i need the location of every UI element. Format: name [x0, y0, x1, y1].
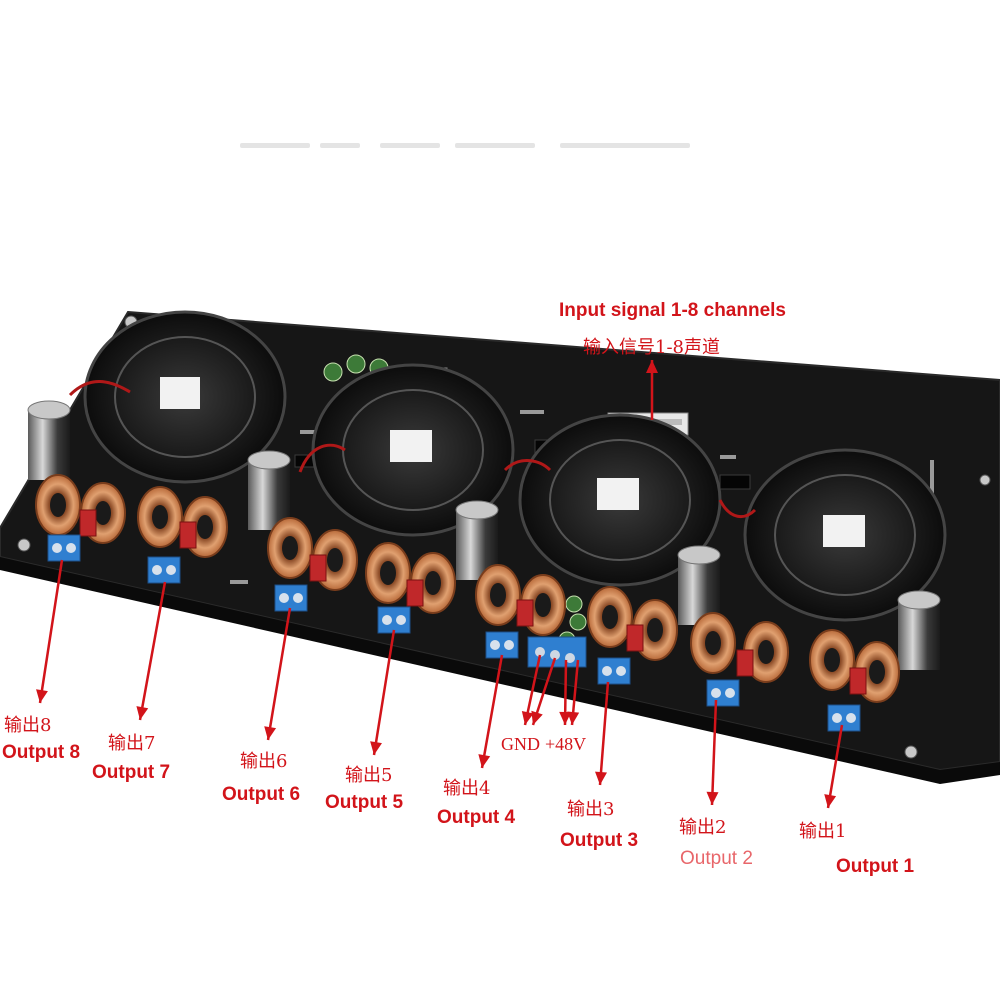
red-film-capacitor — [79, 509, 97, 537]
output-8-label-en: Output 8 — [2, 742, 81, 763]
toroid-core — [50, 493, 66, 517]
terminal-screw — [166, 565, 176, 575]
terminal-screw — [382, 615, 392, 625]
output-3-label-en: Output 3 — [560, 830, 639, 851]
toroid-core — [602, 605, 618, 629]
output-8-label-zh: 输出8 — [4, 715, 52, 736]
channel-1-hardware — [809, 629, 900, 732]
output-1-label-en: Output 1 — [836, 856, 915, 877]
output-channels — [35, 474, 900, 732]
toroid-core — [824, 648, 840, 672]
arrow-48v-a — [559, 659, 572, 726]
capacitor — [247, 450, 291, 530]
output-2-label-en: Output 2 — [680, 848, 753, 869]
capacitor — [455, 500, 499, 580]
terminal-screw — [832, 713, 842, 723]
capacitor — [27, 400, 71, 480]
toroid-core — [490, 583, 506, 607]
toroid-core — [197, 515, 213, 539]
channel-5-hardware — [365, 542, 456, 634]
terminal-screw — [504, 640, 514, 650]
v48-label: +48V — [545, 734, 587, 754]
terminal-screw — [616, 666, 626, 676]
input-signal-label-zh: 输入信号1-8声道 — [583, 337, 720, 358]
red-film-capacitor — [626, 624, 644, 652]
output-3-label-zh: 输出3 — [567, 799, 615, 820]
terminal-screw — [711, 688, 721, 698]
capacitor — [897, 590, 941, 670]
red-film-capacitor — [736, 649, 754, 677]
terminal-screw — [152, 565, 162, 575]
arrow-output-7 — [136, 581, 167, 721]
arrow-output-8 — [36, 559, 64, 704]
channel-4-hardware — [475, 564, 566, 659]
output-5-label-en: Output 5 — [325, 792, 404, 813]
toroid-core — [647, 618, 663, 642]
output-6-label-en: Output 6 — [222, 784, 301, 805]
fan-wires — [68, 380, 757, 519]
arrow-48v-b — [567, 659, 580, 726]
toroid-core — [535, 593, 551, 617]
toroid-core — [152, 505, 168, 529]
toroid-core — [327, 548, 343, 572]
output-6-label-zh: 输出6 — [240, 751, 288, 772]
toroid-core — [95, 501, 111, 525]
output-4-label-zh: 输出4 — [443, 778, 491, 799]
mounting-holes — [17, 315, 991, 759]
output-7-label-en: Output 7 — [92, 762, 171, 783]
terminal-screw — [66, 543, 76, 553]
faint-header-text — [240, 143, 690, 148]
arrow-output-4 — [478, 654, 504, 769]
output-7-label-zh: 输出7 — [108, 733, 156, 754]
fan-1 — [83, 310, 287, 484]
red-film-capacitor — [849, 667, 867, 695]
output-1-label-zh: 输出1 — [799, 821, 847, 842]
heatsink-fans — [83, 310, 947, 622]
channel-8-hardware — [35, 474, 126, 562]
channel-7-hardware — [137, 486, 228, 584]
output-4-label-en: Output 4 — [437, 807, 516, 828]
arrow-output-5 — [370, 629, 396, 756]
red-film-capacitor — [406, 579, 424, 607]
toroid-core — [758, 640, 774, 664]
red-film-capacitor — [179, 521, 197, 549]
toroid-core — [380, 561, 396, 585]
terminal-screw — [396, 615, 406, 625]
annotation-arrows — [36, 360, 844, 809]
terminal-screw — [725, 688, 735, 698]
small-green-capacitors — [323, 354, 587, 649]
terminal-screw — [490, 640, 500, 650]
terminal-screw — [846, 713, 856, 723]
red-film-capacitor — [516, 599, 534, 627]
toroid-core — [282, 536, 298, 560]
output-5-label-zh: 输出5 — [345, 765, 393, 786]
terminal-screw — [602, 666, 612, 676]
capacitor — [677, 545, 721, 625]
channel-3-hardware — [587, 586, 678, 685]
input-signal-label-en: Input signal 1-8 channels — [559, 300, 786, 321]
terminal-screw — [293, 593, 303, 603]
arrow-output-1 — [824, 724, 844, 809]
toroid-core — [425, 571, 441, 595]
electrolytic-capacitors — [27, 400, 941, 670]
fan-4 — [743, 448, 947, 622]
terminal-screw — [279, 593, 289, 603]
channel-6-hardware — [267, 517, 358, 612]
toroid-core — [869, 660, 885, 684]
arrow-output-2 — [706, 699, 719, 806]
arrow-gnd-a — [521, 654, 542, 726]
toroid-core — [705, 631, 721, 655]
arrow-gnd-b — [531, 657, 557, 726]
fan-3 — [518, 413, 722, 587]
arrow-output-3 — [595, 681, 610, 786]
terminal-screw — [52, 543, 62, 553]
arrow-output-6 — [264, 607, 292, 741]
red-film-capacitor — [309, 554, 327, 582]
output-2-label-zh: 输出2 — [679, 817, 727, 838]
channel-2-hardware — [690, 612, 789, 707]
arrow-input — [646, 360, 658, 420]
gnd-label: GND — [501, 734, 540, 754]
